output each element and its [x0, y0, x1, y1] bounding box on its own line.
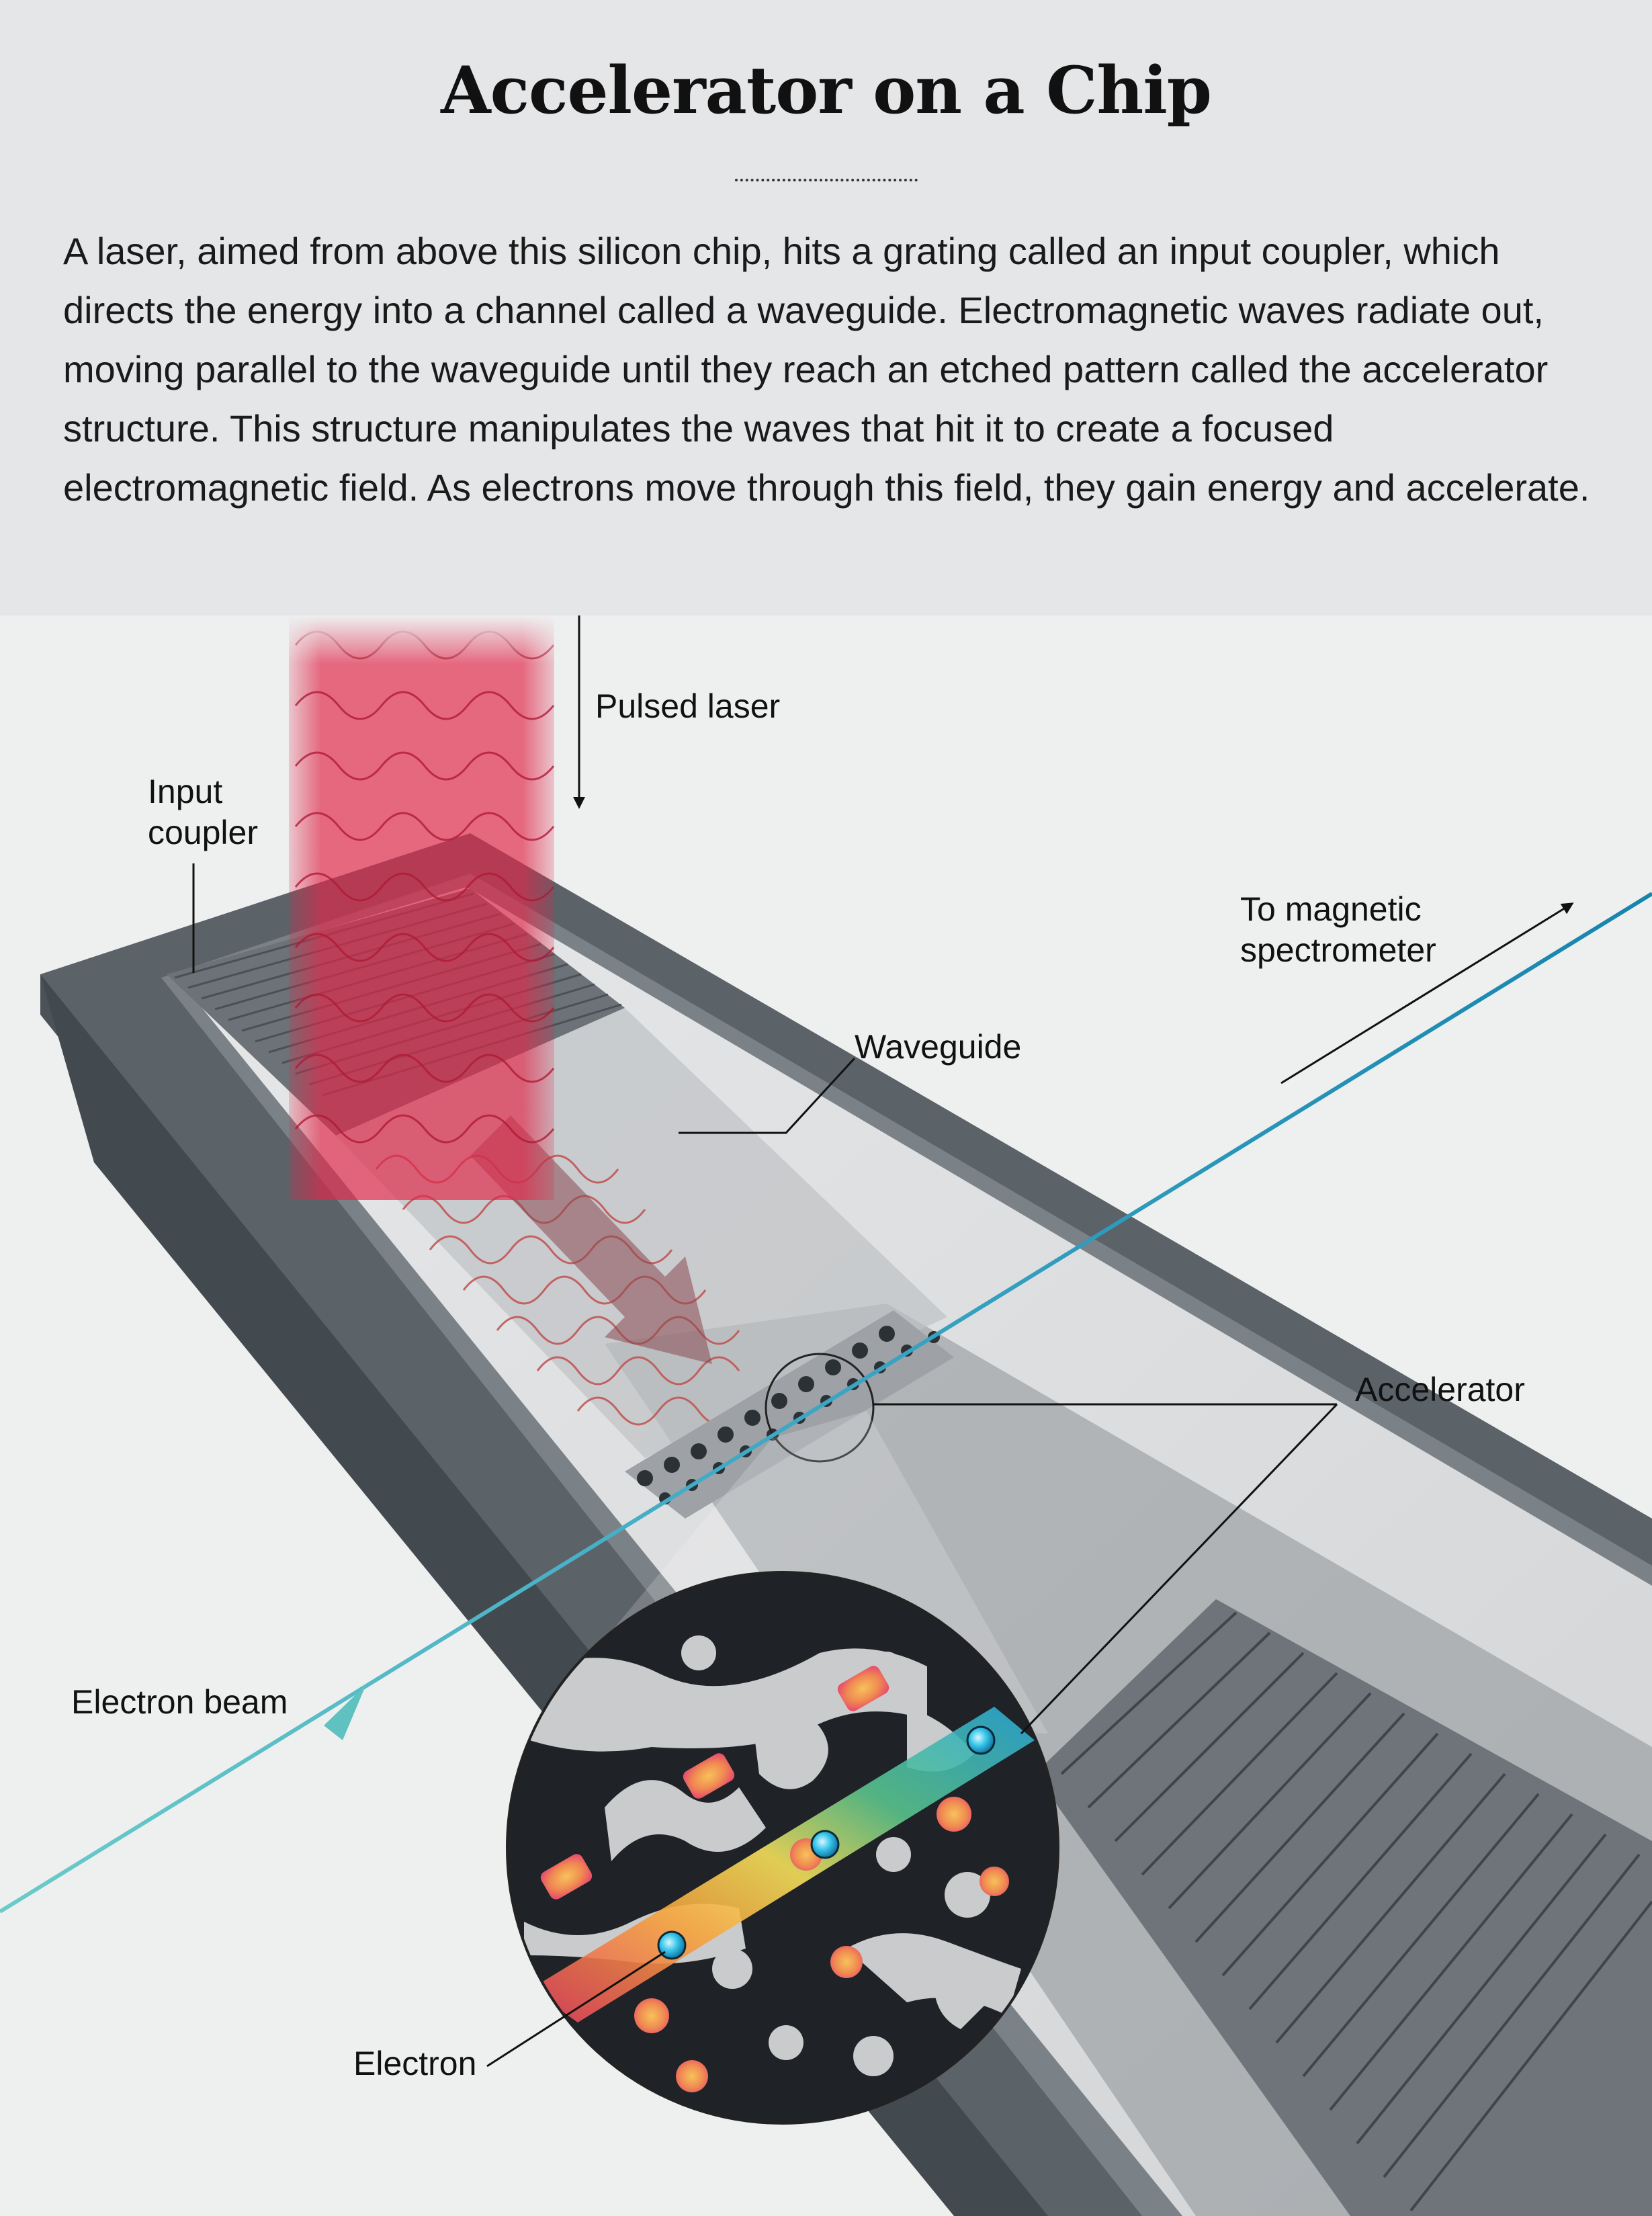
label-input-coupler-2: coupler	[148, 814, 258, 851]
label-waveguide: Waveguide	[855, 1028, 1021, 1066]
caption-text: A laser, aimed from above this silicon c…	[63, 230, 1590, 509]
label-pulsed-laser: Pulsed laser	[595, 687, 780, 725]
page-title: Accelerator on a Chip	[441, 52, 1212, 128]
accelerator-focus-circle	[765, 1353, 875, 1463]
output-grating	[1035, 1599, 1652, 2216]
label-accelerator: Accelerator	[1355, 1371, 1525, 1408]
pulsed-laser-beam	[289, 615, 555, 1200]
spectrometer-arrow	[1280, 902, 1574, 1084]
electron-beam-arrow	[324, 1685, 366, 1740]
label-electron-beam: Electron beam	[71, 1683, 288, 1721]
label-input-coupler-1: Input	[148, 773, 222, 810]
leader-lines	[192, 615, 1574, 2068]
electron-2	[810, 1830, 840, 1859]
electron-3	[966, 1725, 996, 1755]
diagram-labels: Pulsed laser Input coupler To magnetic s…	[71, 687, 1525, 2082]
label-spectrometer-1: To magnetic	[1240, 890, 1422, 928]
electron-beam	[0, 892, 1652, 1914]
title-divider	[735, 179, 918, 181]
label-electron: Electron	[353, 2045, 476, 2082]
header-panel	[0, 0, 1652, 615]
label-spectrometer-2: spectrometer	[1240, 931, 1436, 969]
magnified-accelerator-view	[506, 1571, 1059, 2125]
